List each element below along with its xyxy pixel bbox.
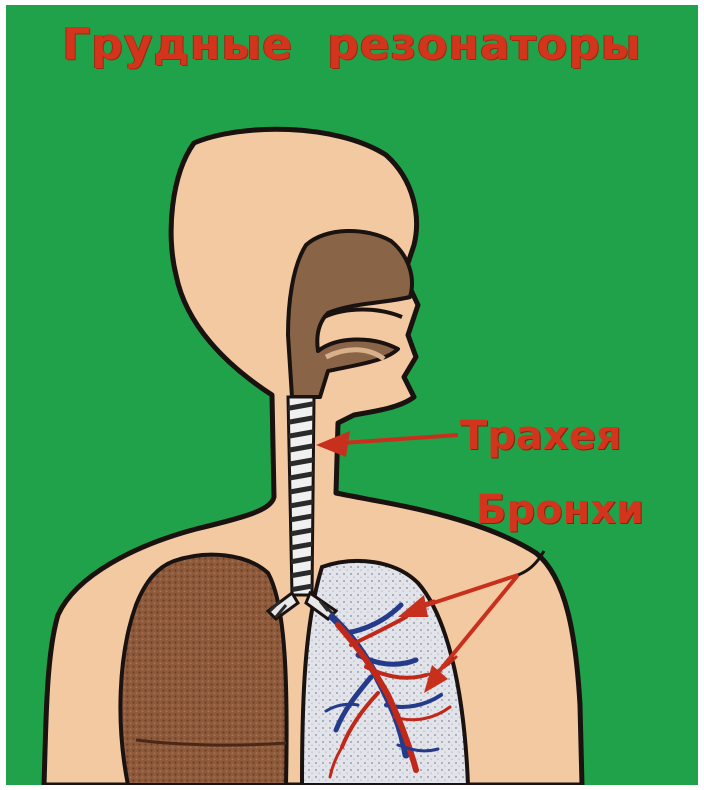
left-lung xyxy=(120,555,286,785)
bronchi-label: Бронхи xyxy=(476,487,644,533)
trachea-label: Трахея xyxy=(460,413,622,459)
diagram-title: Грудные резонаторы xyxy=(6,19,698,70)
illustration-frame: Грудные резонаторы Трахея Бронхи xyxy=(6,5,698,785)
respiratory-diagram xyxy=(6,5,698,785)
